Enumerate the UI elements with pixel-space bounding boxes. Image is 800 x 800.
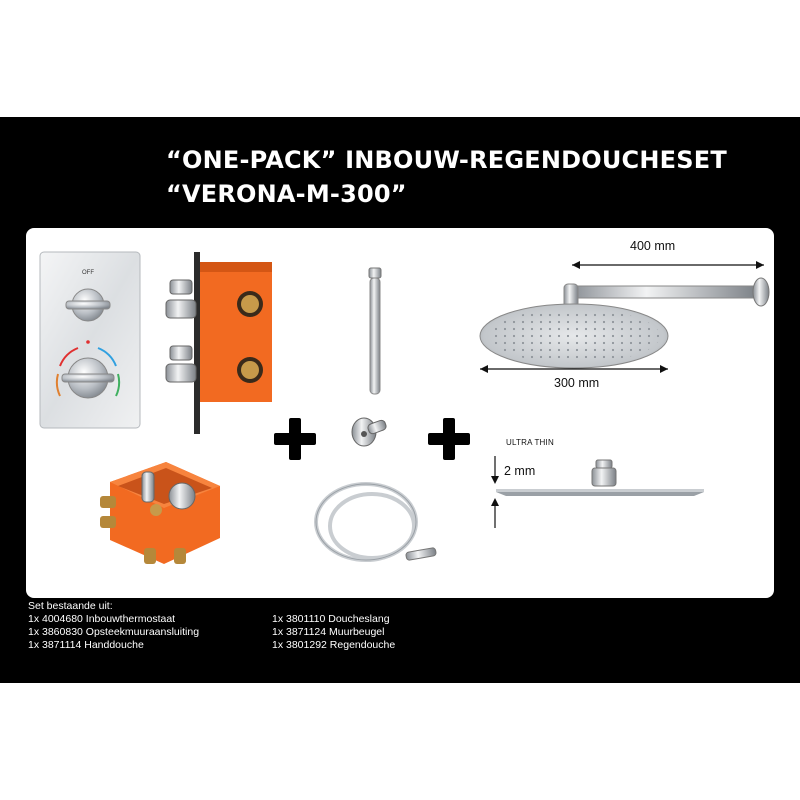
- inbouw-box-image: [165, 252, 272, 434]
- parts-heading: Set bestaande uit:: [28, 600, 113, 612]
- product-panel: OFF: [26, 228, 774, 598]
- hand-shower-image: [368, 267, 382, 395]
- list-item: 1x 3871124 Muurbeugel: [272, 626, 385, 638]
- plus-icon: [274, 418, 316, 460]
- parts-list: Set bestaande uit: 1x 4004680 Inbouwther…: [28, 600, 199, 652]
- wall-connector-image: [351, 417, 387, 447]
- head-diameter-label: 300 mm: [554, 376, 600, 390]
- plus-icon: [428, 418, 470, 460]
- list-item: 1x 3801110 Doucheslang: [272, 613, 390, 625]
- shower-hose-image: [314, 482, 437, 562]
- list-item: 1x 4004680 Inbouwthermostaat: [28, 613, 176, 625]
- page-subtitle: “VERONA-M-300”: [166, 180, 407, 208]
- list-item: 1x 3860830 Opsteekmuuraansluiting: [28, 626, 200, 638]
- rain-shower-image: [479, 277, 770, 369]
- list-item: 1x 3801292 Regendouche: [272, 639, 396, 651]
- shower-head-side-image: [496, 459, 704, 496]
- ultra-thin-label: ULTRA THIN: [506, 438, 554, 447]
- thickness-label: 2 mm: [504, 464, 536, 478]
- dimension-line-400: [572, 261, 764, 269]
- page-title: “ONE-PACK” INBOUW-REGENDOUCHESET: [166, 146, 727, 174]
- off-label: OFF: [82, 270, 94, 276]
- list-item: 1x 3871114 Handdouche: [28, 639, 144, 651]
- parts-list-right: 1x 3801110 Doucheslang 1x 3871124 Muurbe…: [272, 613, 395, 652]
- thickness-arrows: [491, 456, 499, 528]
- inbouw-box-open-image: [100, 462, 220, 564]
- arm-length-label: 400 mm: [630, 239, 676, 253]
- thermostat-plate-image: OFF: [39, 251, 141, 429]
- dimension-line-300: [480, 365, 668, 373]
